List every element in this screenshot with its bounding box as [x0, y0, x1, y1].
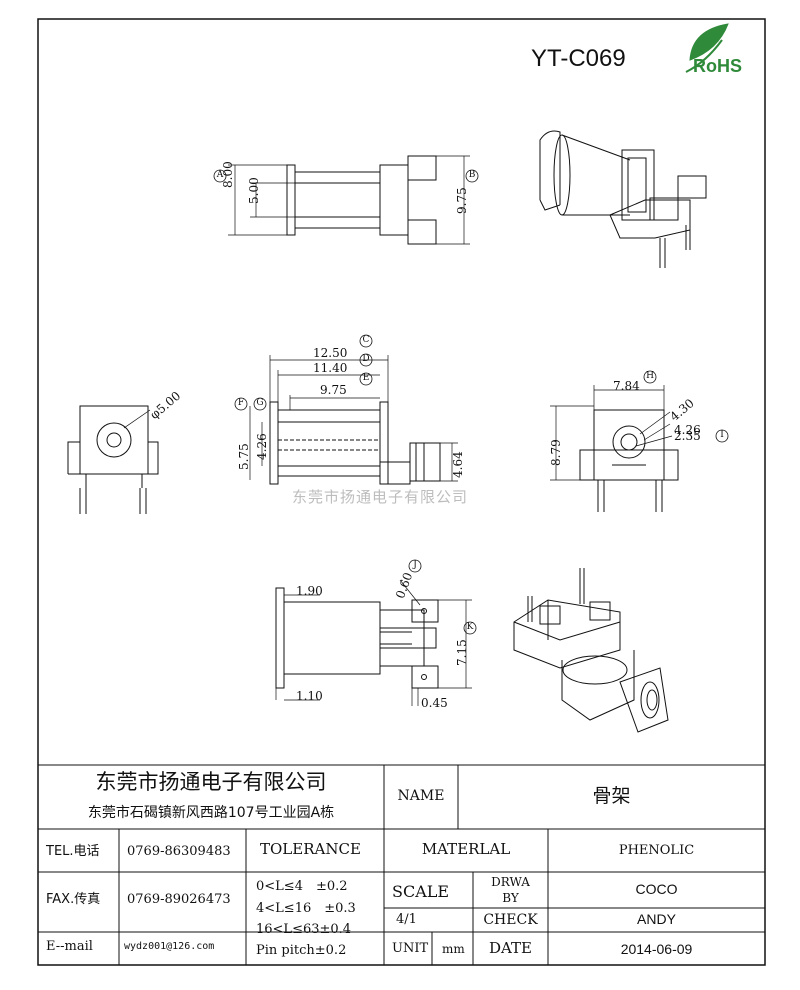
tel-value: 0769-86309483 — [127, 844, 231, 859]
company-address: 东莞市石碣镇新风西路107号工业园A栋 — [87, 805, 335, 821]
tolerance-label: TOLERANCE — [260, 840, 361, 858]
marker-h: H — [646, 371, 654, 381]
fax-value: 0769-89026473 — [127, 892, 231, 907]
marker-k: K — [466, 622, 474, 632]
title-block-grid — [38, 764, 765, 965]
dim-11-40: 11.40 — [313, 361, 348, 375]
dim-4-64: 4.64 — [451, 451, 465, 478]
tolerance-line-3: 16<L≤63±0.4 — [256, 922, 352, 937]
dim-7-15: 7.15 — [455, 639, 469, 666]
drawn-by-label-1: DRWA — [491, 875, 530, 889]
dim-4-26-right: 4.26 — [674, 423, 701, 437]
dim-4-26-front: 4.26 — [255, 433, 269, 460]
drawn-by-value: COCO — [635, 881, 678, 897]
marker-d: D — [362, 354, 370, 364]
tolerance-line-4: Pin pitch±0.2 — [256, 943, 347, 958]
drawn-by-label-2: BY — [502, 891, 519, 905]
dim-5-00: 5.00 — [247, 177, 261, 204]
date-label: DATE — [489, 939, 532, 957]
dim-5-75: 5.75 — [237, 443, 251, 470]
check-label: CHECK — [483, 912, 538, 928]
dim-12-50: 12.50 — [313, 346, 348, 360]
fax-label: FAX.传真 — [46, 892, 101, 907]
marker-c: C — [362, 335, 370, 345]
dim-2-35: 2.35 — [674, 429, 701, 443]
check-value: ANDY — [637, 911, 676, 927]
top-view — [213, 155, 479, 245]
marker-a: A — [216, 170, 224, 180]
marker-b: B — [468, 170, 476, 180]
email-label: E--mail — [46, 939, 93, 954]
bottom-view — [275, 559, 477, 706]
marker-g: G — [256, 398, 264, 408]
iso-view-lower — [513, 568, 669, 733]
unit-label: UNIT — [392, 941, 429, 956]
dim-9-75-front: 9.75 — [320, 383, 347, 397]
tolerance-line-2: 4<L≤16 ±0.3 — [256, 901, 356, 916]
marker-f: F — [237, 398, 245, 408]
part-name: 骨架 — [592, 785, 631, 807]
tolerance-line-1: 0<L≤4 ±0.2 — [256, 879, 348, 894]
marker-e: E — [362, 373, 370, 383]
iso-view-upper — [539, 130, 707, 268]
marker-j: J — [413, 560, 417, 570]
name-label: NAME — [397, 788, 445, 804]
front-view — [234, 334, 458, 485]
left-end-view — [67, 405, 159, 514]
dim-9-75-top: 9.75 — [455, 187, 469, 214]
scale-label: SCALE — [392, 882, 450, 901]
dim-0-45: 0.45 — [421, 696, 448, 710]
date-value: 2014-06-09 — [620, 941, 693, 957]
company-name: 东莞市扬通电子有限公司 — [95, 770, 327, 794]
material-value: PHENOLIC — [618, 843, 695, 858]
sheet-border — [37, 18, 766, 966]
dim-7-84: 7.84 — [613, 379, 640, 393]
unit-value: mm — [442, 942, 465, 956]
marker-i: I — [720, 430, 724, 440]
dim-1-10: 1.10 — [296, 689, 323, 703]
rohs-logo-leaf — [685, 23, 729, 73]
watermark: 东莞市扬通电子有限公司 — [292, 488, 469, 506]
right-end-view — [550, 370, 729, 512]
email-value: wydz001@126.com — [124, 941, 215, 952]
dim-8-79: 8.79 — [549, 439, 563, 466]
tel-label: TEL.电话 — [46, 844, 100, 859]
part-number: YT-C069 — [531, 45, 626, 72]
rohs-logo: RoHS — [693, 56, 742, 76]
scale-value: 4/1 — [396, 912, 417, 927]
material-label: MATERLAL — [421, 840, 511, 858]
dim-1-90: 1.90 — [296, 584, 323, 598]
